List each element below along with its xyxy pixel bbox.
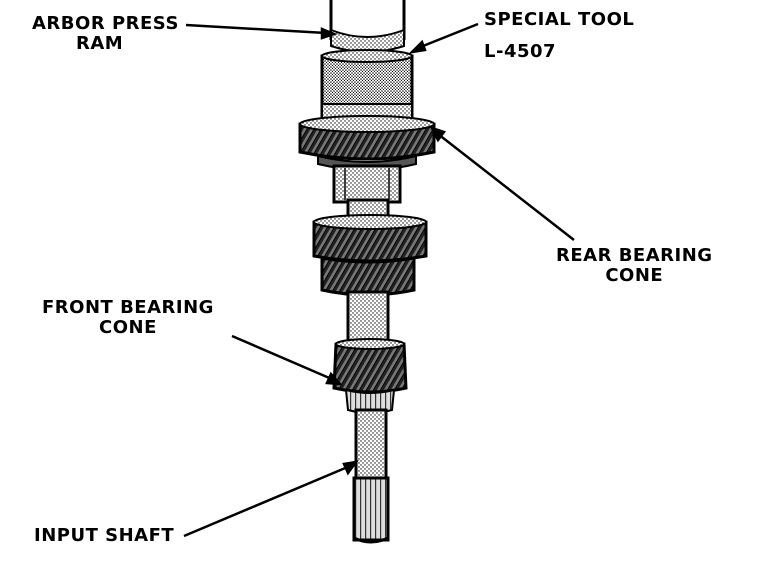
label-rear-bearing-cone: REAR BEARING CONE	[556, 246, 713, 286]
label-special-tool-line1: SPECIAL TOOL	[484, 9, 635, 30]
label-special-tool: SPECIAL TOOL L-4507	[484, 10, 634, 62]
label-input-shaft-line1: INPUT SHAFT	[34, 525, 175, 546]
leader-arbor-press-ram	[185, 23, 327, 35]
middle-gears	[312, 214, 428, 297]
leader-rear-bearing-cone	[437, 133, 575, 241]
label-arbor-press-ram-line2: RAM	[76, 33, 124, 54]
label-front-bearing-cone-line1: FRONT BEARING	[42, 297, 214, 318]
input-shaft	[352, 408, 390, 544]
arbor-press-ram	[329, 0, 406, 53]
front-bearing-cone	[332, 338, 408, 414]
label-special-tool-line2: L-4507	[484, 41, 557, 62]
label-arbor-press-ram: ARBOR PRESS RAM	[32, 14, 179, 54]
label-front-bearing-cone: FRONT BEARING CONE	[42, 298, 214, 338]
label-rear-bearing-cone-line2: CONE	[605, 265, 664, 286]
leader-lines	[183, 22, 575, 538]
hub	[332, 164, 402, 204]
label-rear-bearing-cone-line1: REAR BEARING	[556, 245, 713, 266]
label-arbor-press-ram-line1: ARBOR PRESS	[32, 13, 179, 34]
label-input-shaft: INPUT SHAFT	[34, 526, 174, 546]
label-front-bearing-cone-line2: CONE	[99, 317, 157, 338]
special-tool	[320, 49, 414, 120]
shaft-middle	[346, 290, 390, 344]
leader-front-bearing-cone	[231, 334, 335, 382]
rear-bearing-gear	[298, 115, 436, 171]
leader-special-tool	[417, 22, 479, 50]
leader-input-shaft	[183, 464, 351, 538]
